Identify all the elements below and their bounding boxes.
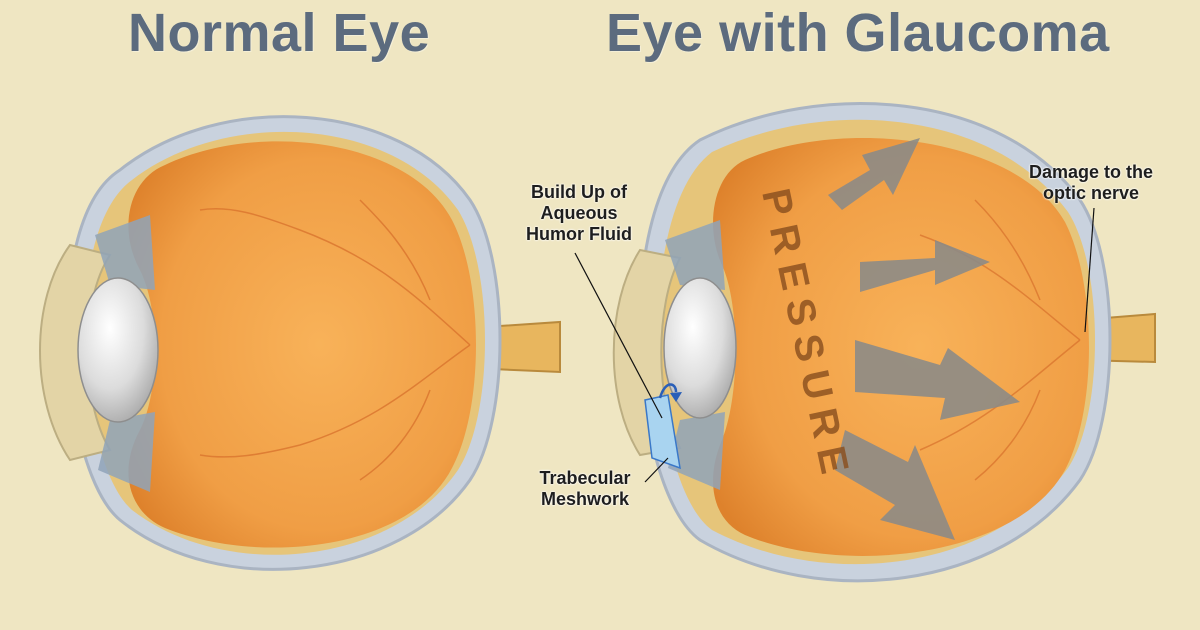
pressure-arrow — [860, 240, 990, 292]
optic-pointer-line — [1084, 207, 1095, 333]
label-aqueous-buildup: Build Up of Aqueous Humor Fluid — [526, 182, 632, 244]
normal-eye — [39, 115, 561, 571]
iris-top — [665, 220, 725, 290]
pressure-arrow — [835, 430, 955, 540]
pressure-arrow — [855, 340, 1020, 420]
lens — [77, 277, 159, 423]
buildup-pointer-line — [574, 252, 663, 419]
pressure-arrow — [828, 138, 920, 210]
pressure-arrows — [828, 138, 1020, 540]
vitreous-body — [128, 141, 476, 548]
fluid-flow-arrow — [658, 383, 678, 399]
iris-bottom — [98, 412, 155, 492]
label-optic-nerve-damage: Damage to the optic nerve — [1028, 162, 1154, 203]
iris-top — [95, 215, 155, 290]
fluid-flow-arrowhead — [670, 392, 682, 402]
title-glaucoma-eye: Eye with Glaucoma — [606, 3, 1110, 63]
trabecular-pointer-line — [644, 457, 669, 483]
lens — [663, 277, 737, 419]
label-trabecular-meshwork: Trabecular Meshwork — [539, 468, 631, 509]
blood-vessels — [199, 199, 471, 481]
vitreous-body — [713, 138, 1089, 556]
glaucoma-eye: PRESSURE — [574, 102, 1156, 583]
title-normal-eye: Normal Eye — [128, 3, 431, 63]
iris-bottom — [668, 412, 725, 490]
